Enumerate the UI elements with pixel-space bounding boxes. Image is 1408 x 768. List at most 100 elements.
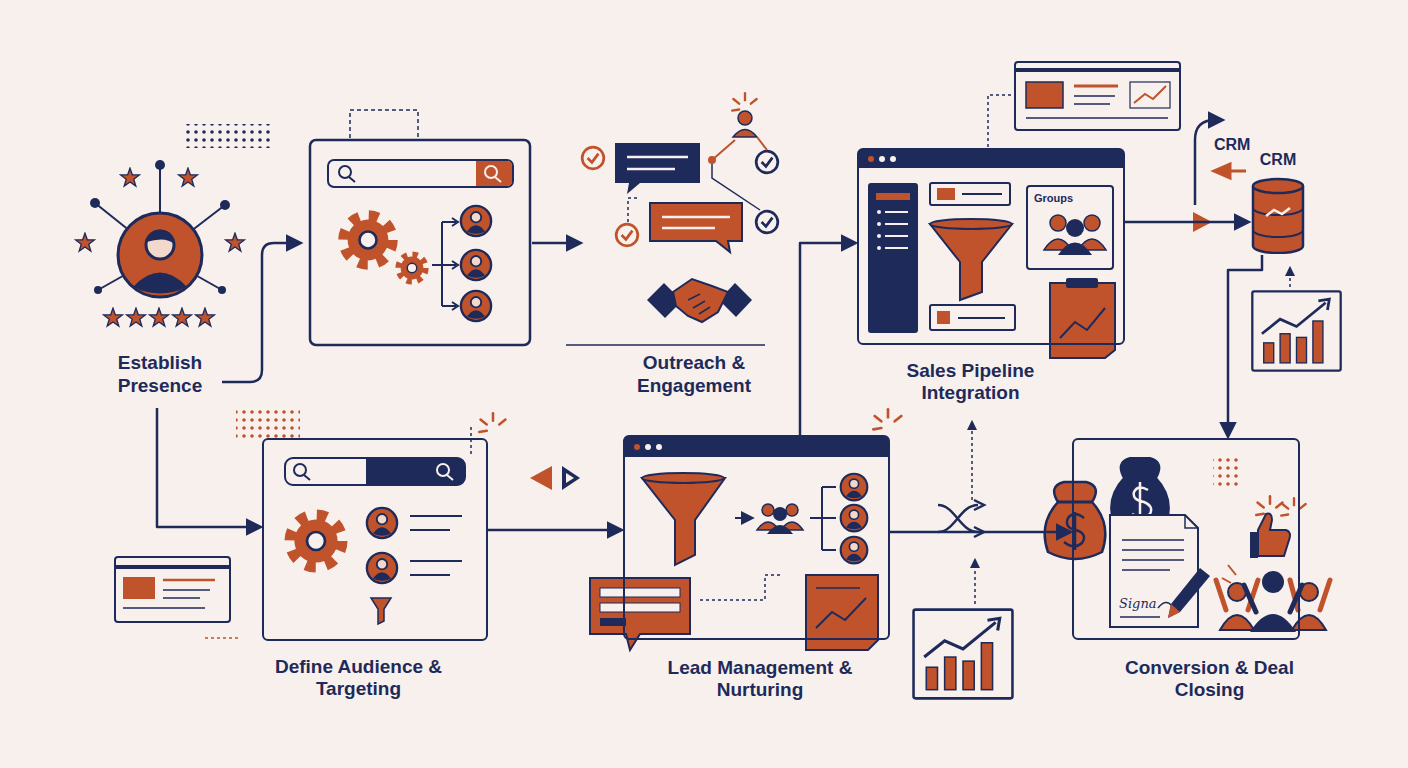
conversion-figure-part: [1262, 571, 1284, 593]
cylinder-ring: [1253, 208, 1303, 215]
pipeline-figure-part: [930, 305, 1015, 330]
stage-box: Sales Pipeline IntegrationGroups: [857, 148, 1125, 345]
pipeline-figure-part: [876, 193, 910, 200]
presence-icon-part-part: [94, 286, 102, 294]
conversion-figure-part: [1250, 614, 1296, 632]
presence-icon-part: [226, 233, 245, 251]
lead-figure-part: [642, 478, 725, 565]
outreach-figure-part: [627, 157, 688, 169]
presence-icon: [76, 124, 271, 326]
lead-figure-part: [816, 598, 866, 628]
pipeline-figure-part: [937, 188, 955, 200]
pipeline-figure-part: [988, 95, 1013, 147]
pipeline-figure-part-part: [1074, 103, 1110, 105]
cylinder-top: [1253, 179, 1303, 193]
segmentation-panel-part: [485, 166, 497, 178]
conversion-figure-part: [1110, 515, 1198, 627]
conversion-figure-part-part: [1120, 616, 1160, 618]
conversion-figure-part-part: [1122, 559, 1184, 561]
pipeline-figure-part-part: [877, 222, 881, 226]
node-text: Establish Presence: [92, 352, 228, 398]
lead-figure-part: [841, 474, 868, 501]
conversion-figure-part-part: [1122, 569, 1170, 571]
lead-figure-part: [656, 444, 662, 450]
segmentation-panel-part: [344, 216, 392, 264]
lead-figure-part: [767, 525, 793, 534]
handshake-mark: [1266, 208, 1290, 216]
segmentation-panel-part: [222, 243, 300, 382]
presence-icon-part: [118, 213, 202, 297]
shuffle-icon-part: [914, 610, 1013, 699]
segmentation-panel-part: [461, 206, 491, 236]
outreach-figure-part: [615, 143, 700, 194]
audience-figure-part-part: [410, 529, 450, 531]
segmentation-panel-part: [432, 222, 456, 306]
node-text: CRM: [1250, 150, 1306, 169]
audience-figure-part: [470, 427, 472, 455]
presence-icon-part-part: [90, 198, 100, 208]
presence-icon-part-part: [220, 200, 230, 210]
stage-caption: Sales Pipeline Integration: [886, 360, 1056, 406]
crm-figure-part: [1289, 268, 1291, 287]
segmentation-panel-part: [310, 140, 530, 345]
pipeline-figure-part: [859, 150, 1123, 168]
segmentation-panel-part: [339, 166, 351, 178]
pipeline-figure-part-part: [885, 223, 908, 225]
lead-figure-part: [806, 575, 878, 650]
pipeline-figure-part: [1084, 215, 1100, 231]
lead-figure-part: [642, 473, 724, 483]
pipeline-figure-part: [1130, 82, 1170, 108]
pipeline-figure-part: [958, 317, 1005, 319]
pipeline-figure-part-part: [885, 247, 908, 249]
outreach-figure-part: [582, 147, 604, 169]
audience-figure-part: [285, 458, 465, 485]
lead-figure-part: [841, 505, 868, 532]
stage-box: Lead Management & Nurturing: [623, 435, 890, 640]
outreach-figure-part: [616, 224, 638, 246]
presence-icon-part-part: [155, 160, 165, 170]
pipeline-figure-part: [930, 224, 1012, 300]
audience-figure-part: [294, 464, 306, 476]
flow-arrow: [157, 408, 260, 527]
audience-figure-part: [367, 553, 397, 583]
lead-figure-part: [841, 537, 868, 564]
outreach-figure-part-part: [662, 216, 730, 219]
audience-figure-part-part: [123, 607, 205, 609]
crm-figure-part: [1195, 120, 1222, 205]
pipeline-figure-part: [937, 311, 950, 324]
database-cylinder: [1250, 150, 1306, 254]
pipeline-figure-part-part: [1074, 85, 1118, 88]
presence-icon-part: [146, 230, 174, 244]
crm-figure-part: [1252, 291, 1340, 370]
stage-label: Establish Presence: [92, 352, 228, 402]
outreach-figure-part: [566, 344, 765, 346]
pipeline-figure-part-part: [885, 211, 908, 213]
pipeline-figure-part: [1050, 215, 1066, 231]
stage-label: Outreach & Engagement: [598, 352, 790, 404]
pipeline-figure-part: [868, 183, 918, 333]
segmentation-panel: [222, 110, 580, 382]
shuffle-icon: [914, 422, 1013, 698]
cylinder-body: [1253, 186, 1303, 253]
conversion-figure-part: [1281, 498, 1306, 516]
outreach-figure-part-part: [627, 168, 675, 171]
conversion-figure-part: [1158, 602, 1172, 608]
outreach-figure-part: [756, 151, 778, 173]
segmentation-panel-part: [476, 161, 512, 186]
shuffle-icon-part: [938, 505, 978, 532]
audience-figure-part: [479, 413, 505, 432]
conversion-figure-part: [1045, 482, 1106, 559]
audience-figure-part: [566, 473, 574, 483]
audience-figure-part: [371, 598, 391, 624]
audience-figure-part: [123, 577, 155, 599]
pipeline-figure-part-part: [877, 210, 881, 214]
lead-figure-part: [645, 444, 651, 450]
audience-figure-part: [530, 466, 552, 490]
stage-box: Define Audience & Targeting: [262, 438, 488, 641]
audience-figure-part: [115, 565, 230, 569]
segmentation-panel-part: [461, 250, 491, 280]
pipeline-figure-part: [1015, 62, 1180, 130]
audience-figure-part-part: [410, 560, 462, 562]
outreach-figure-part-part: [627, 156, 688, 159]
audience-figure-part: [236, 410, 300, 442]
